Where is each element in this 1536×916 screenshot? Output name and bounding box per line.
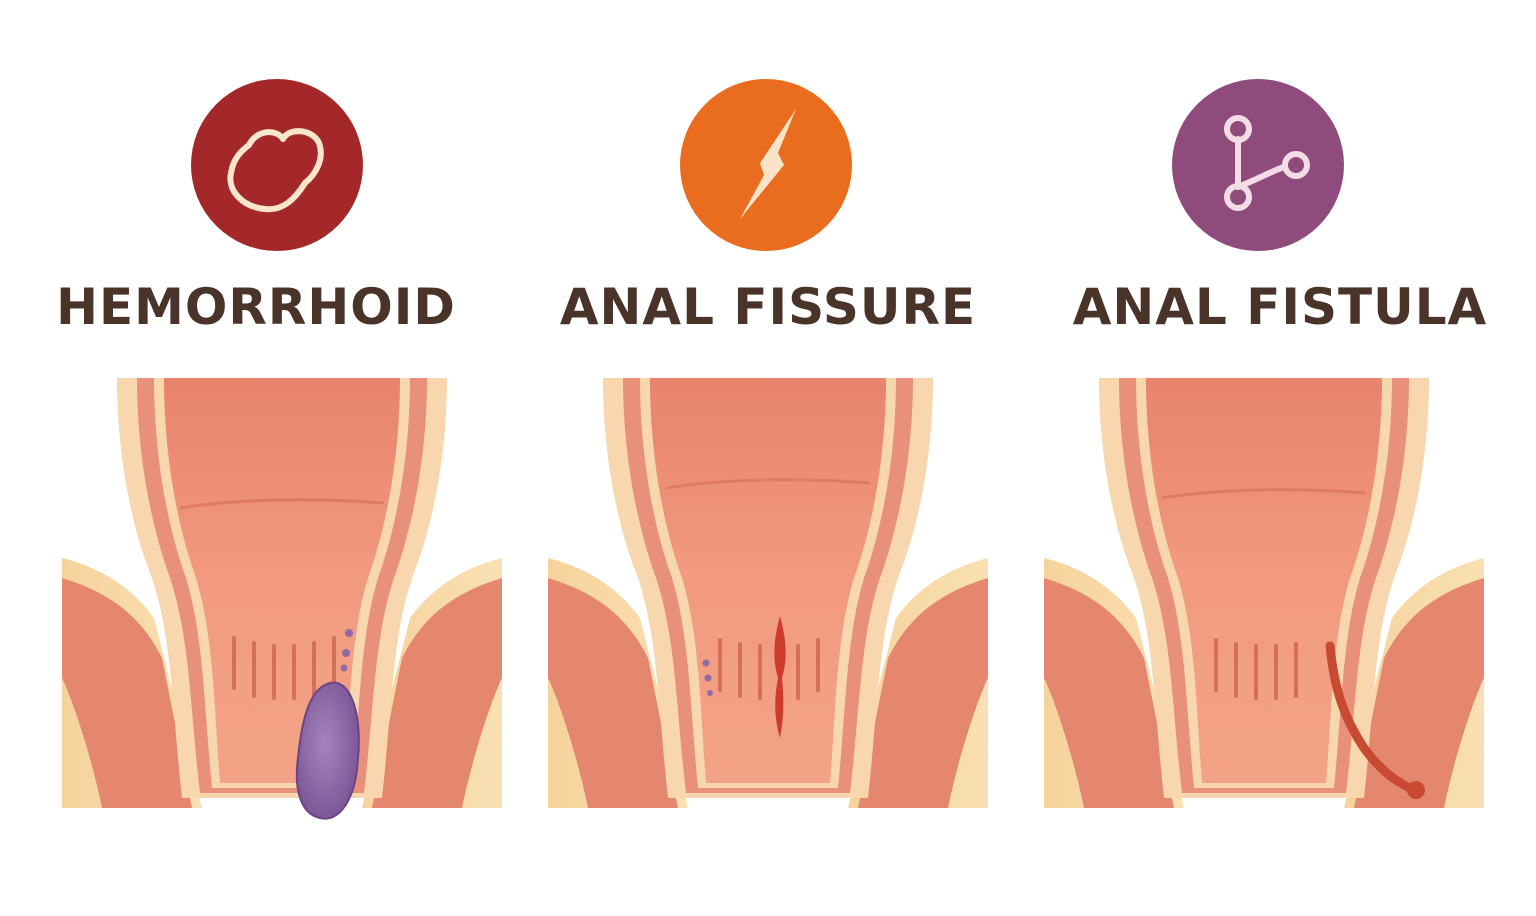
panel-fistula: ANAL FISTULA <box>1024 0 1536 916</box>
fistula-title: ANAL FISTULA <box>1072 278 1488 336</box>
vein-dots <box>340 629 353 672</box>
anal-columns <box>232 636 336 700</box>
hemorrhoid-title: HEMORRHOID <box>56 278 456 336</box>
rectum-anatomy-illustration <box>1044 378 1484 808</box>
panel-fissure: ANAL FISSURE <box>512 0 1024 916</box>
fissure-anatomy <box>548 378 988 828</box>
left-muscle <box>62 578 192 808</box>
lumen <box>164 378 400 783</box>
right-muscle <box>372 578 502 808</box>
hemorrhoid-anatomy <box>62 378 502 828</box>
rectal-fold <box>179 498 385 510</box>
hemorrhoid-icon-circle <box>191 79 363 251</box>
fissure-title: ANAL FISSURE <box>559 278 977 336</box>
crack-icon <box>680 79 852 251</box>
fissure-tear <box>774 616 786 738</box>
fistula-anatomy <box>1044 378 1484 828</box>
rectum-anatomy-illustration <box>62 378 502 820</box>
vein-dots <box>702 659 713 696</box>
fistula-icon-circle <box>1172 79 1344 251</box>
panel-hemorrhoid: HEMORRHOID <box>0 0 512 916</box>
fistula-opening <box>1407 781 1425 799</box>
fistula-tract <box>1325 641 1419 795</box>
blob-outline-icon <box>191 79 363 251</box>
branching-nodes-icon <box>1172 79 1344 251</box>
hemorrhoid-mass <box>295 681 360 820</box>
rectum-anatomy-illustration <box>548 378 988 808</box>
fissure-icon-circle <box>680 79 852 251</box>
